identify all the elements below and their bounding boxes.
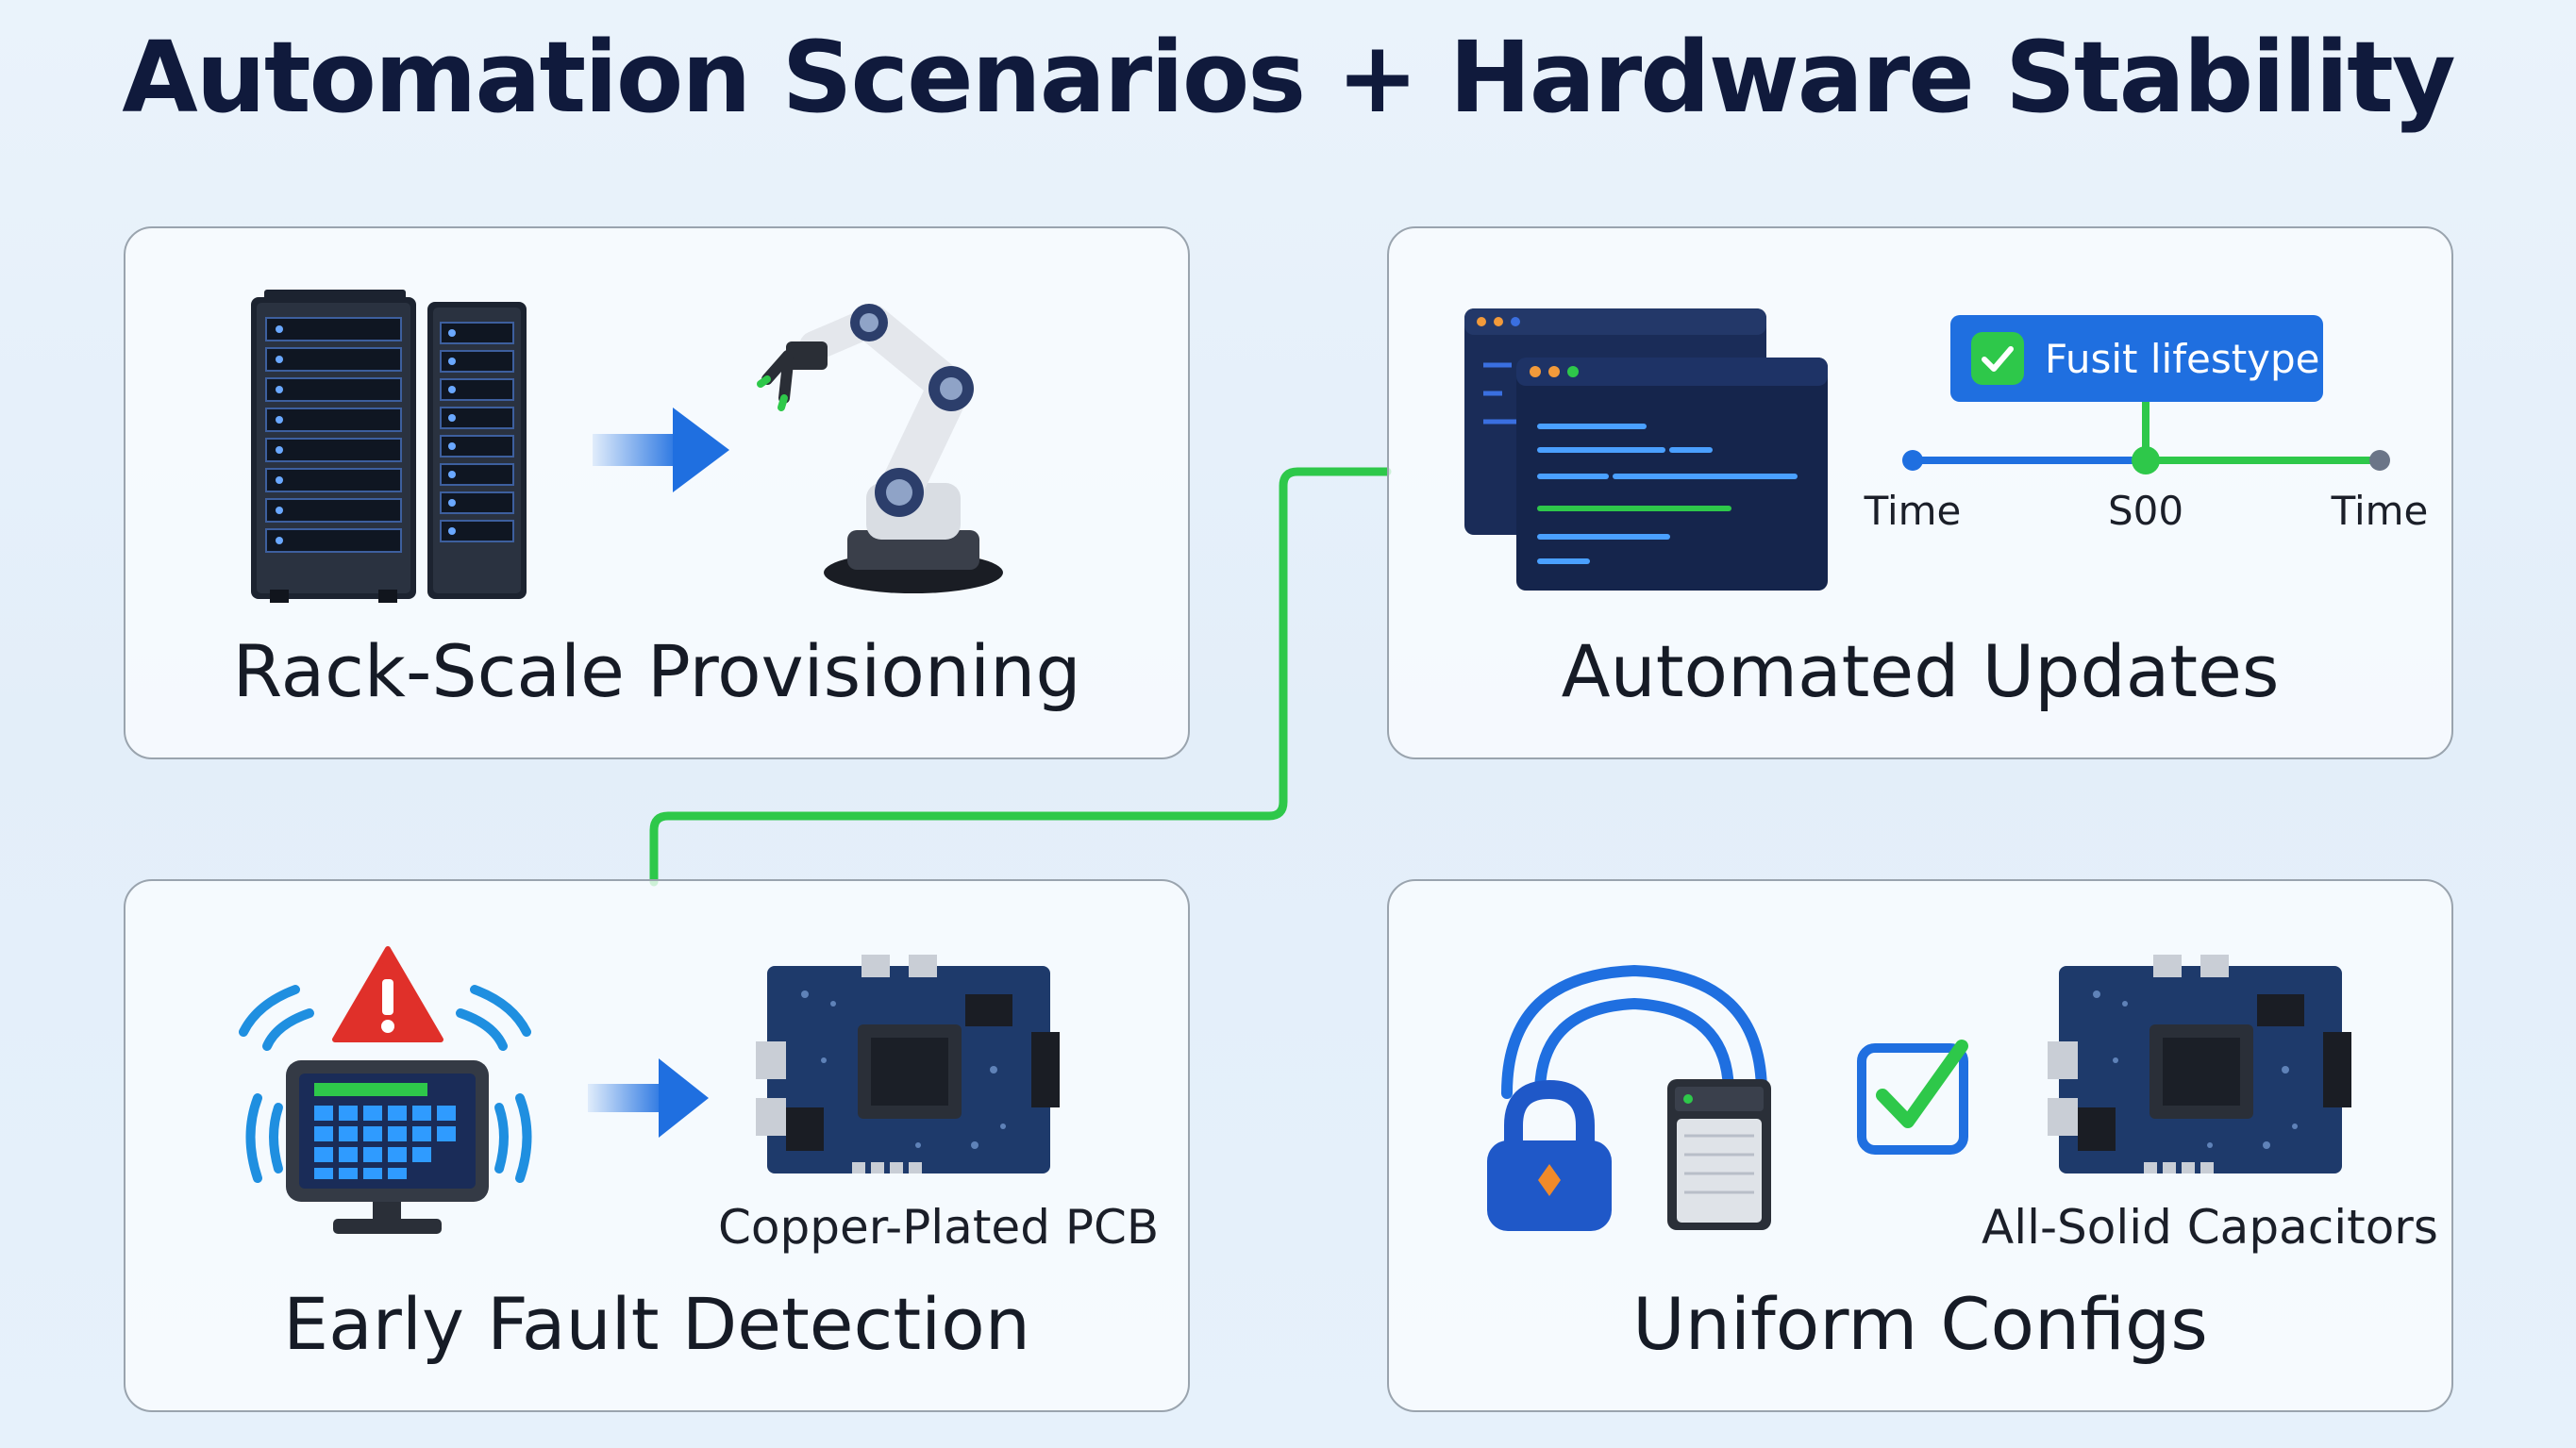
circuit-board-icon [2048, 955, 2351, 1173]
wifi-arc-icon [1501, 964, 1767, 1099]
timeline-label-start: Time [1864, 488, 1962, 534]
arrow-right-icon [593, 408, 729, 492]
card-automated-updates: Fusit lifestype Time S00 Time Automated … [1387, 226, 2453, 759]
card-caption: Copper-Plated PCB [718, 1200, 1160, 1255]
card-title: Early Fault Detection [283, 1282, 1030, 1366]
card-title: Automated Updates [1561, 629, 2280, 713]
timeline-label-end: Time [2331, 488, 2429, 534]
warning-icon [332, 946, 443, 1042]
timeline [1902, 402, 2390, 474]
circuit-board-icon [756, 955, 1060, 1173]
card-title: Rack-Scale Provisioning [232, 629, 1081, 713]
monitor-icon [286, 1060, 489, 1234]
page-title: Automation Scenarios + Hardware Stabilit… [122, 20, 2455, 135]
card-uniform-configs: All-Solid Capacitors Uniform Configs [1387, 879, 2453, 1412]
server-rack-icon [251, 290, 416, 603]
badge-label: Fusit lifestype [2045, 335, 2320, 382]
card-title: Uniform Configs [1632, 1282, 2208, 1366]
padlock-icon [1487, 1079, 1612, 1231]
terminal-window-icon [1464, 308, 1828, 591]
card-rack-scale-provisioning: Rack-Scale Provisioning [124, 226, 1190, 759]
update-badge: Fusit lifestype [1950, 315, 2323, 402]
server-unit-icon [1667, 1079, 1771, 1230]
arrow-right-icon [588, 1058, 709, 1138]
card-early-fault-detection: Copper-Plated PCB Early Fault Detection [124, 879, 1190, 1412]
server-rack-icon [427, 302, 527, 599]
robotic-arm-icon [757, 304, 1003, 593]
card-caption: All-Solid Capacitors [1982, 1200, 2438, 1255]
signal-waves-icon [239, 985, 532, 1183]
timeline-label-mid: S00 [2107, 488, 2184, 534]
check-icon [1971, 332, 2024, 385]
checkbox-icon [1857, 1040, 1968, 1155]
